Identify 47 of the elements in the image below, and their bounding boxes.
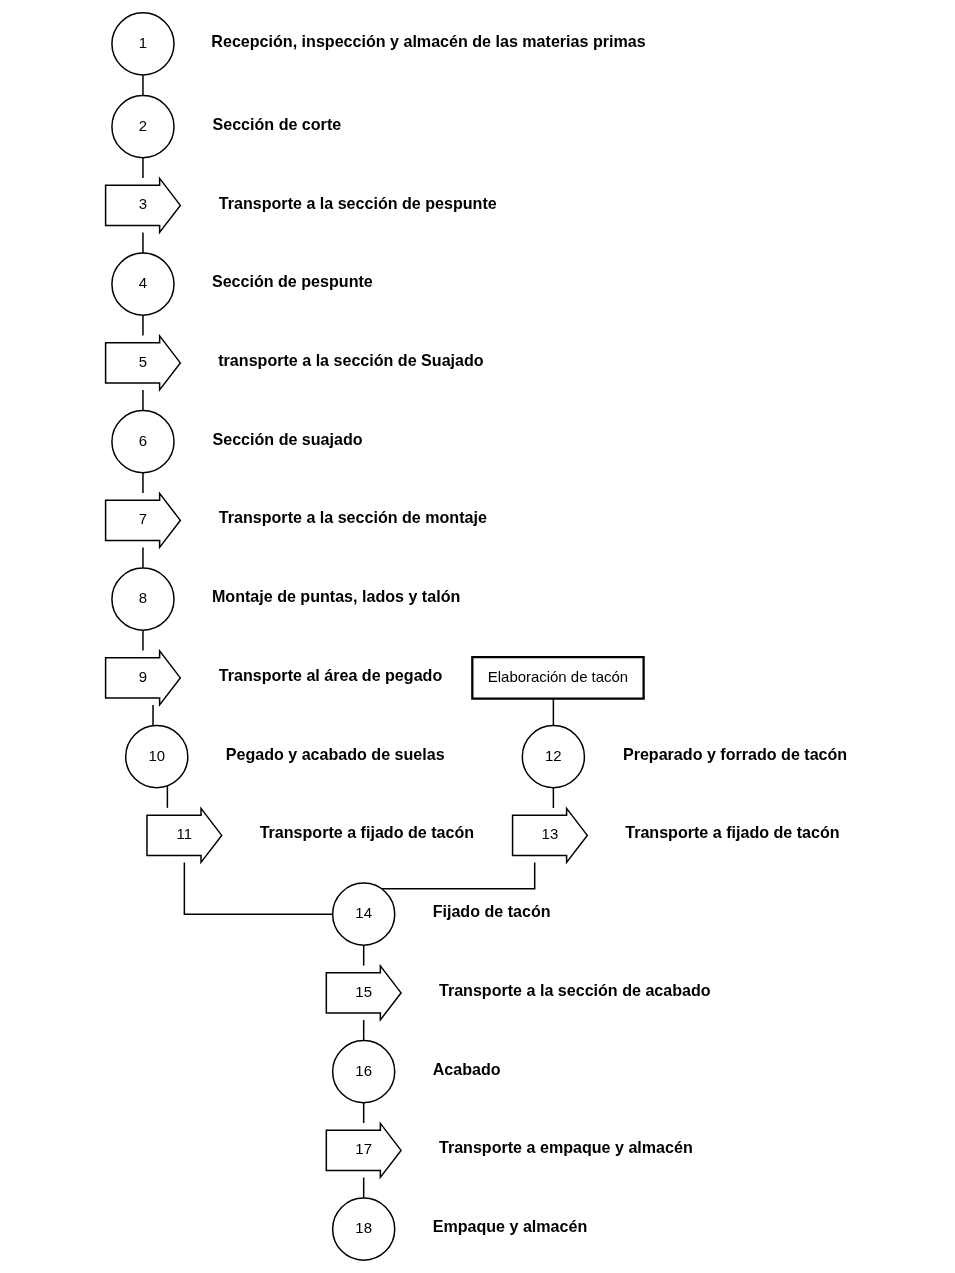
connector xyxy=(166,785,169,809)
node-circle: 10 xyxy=(124,724,189,789)
connector xyxy=(142,629,144,652)
connector xyxy=(362,944,365,967)
node-label: Transporte a la sección de acabado xyxy=(438,980,711,999)
node-label: Recepción, inspección y almacén de las materias primas xyxy=(211,31,646,50)
connector xyxy=(142,74,144,97)
node-circle: 1 xyxy=(111,12,175,76)
node-label: Acabado xyxy=(432,1059,501,1078)
node-box: Elaboración de tacón xyxy=(471,656,645,700)
connector xyxy=(381,861,536,890)
connector xyxy=(142,231,144,254)
node-label: Transporte a fijado de tacón xyxy=(259,823,475,842)
connector xyxy=(362,1102,365,1124)
node-label: Sección de pespunte xyxy=(211,272,373,291)
connector xyxy=(362,1019,365,1042)
connector xyxy=(152,704,154,727)
node-label: Transporte a la sección de pespunte xyxy=(218,193,497,212)
node-circle: 16 xyxy=(331,1039,396,1104)
node-circle: 14 xyxy=(331,882,396,946)
node-circle: 4 xyxy=(111,252,175,316)
node-circle: 8 xyxy=(111,567,175,631)
node-label: Transporte a la sección de montaje xyxy=(218,508,487,527)
node-circle: 2 xyxy=(111,94,175,159)
connector xyxy=(142,157,144,179)
connector xyxy=(183,861,334,915)
node-label: Preparado y forrado de tacón xyxy=(622,744,848,763)
connector xyxy=(142,389,144,412)
node-label: Sección de suajado xyxy=(212,429,363,448)
node-label: Transporte a empaque y almacén xyxy=(438,1138,693,1157)
connector xyxy=(142,472,144,494)
node-circle: 18 xyxy=(331,1197,396,1261)
node-circle: 12 xyxy=(521,724,586,789)
connector xyxy=(142,314,144,337)
node-label: Transporte a fijado de tacón xyxy=(625,823,840,842)
node-label: Empaque y almacén xyxy=(432,1217,588,1236)
connector xyxy=(552,698,555,727)
connector xyxy=(362,1176,365,1199)
node-label: Fijado de tacón xyxy=(432,902,551,921)
connector xyxy=(552,787,555,809)
node-label: Sección de corte xyxy=(212,114,342,133)
node-label: Montaje de puntas, lados y talón xyxy=(211,587,461,606)
node-circle: 6 xyxy=(111,409,175,474)
node-label: Pegado y acabado de suelas xyxy=(225,744,445,763)
connector xyxy=(142,546,144,569)
node-label: transporte a la sección de Suajado xyxy=(218,350,484,369)
node-label: Transporte al área de pegado xyxy=(218,665,443,684)
